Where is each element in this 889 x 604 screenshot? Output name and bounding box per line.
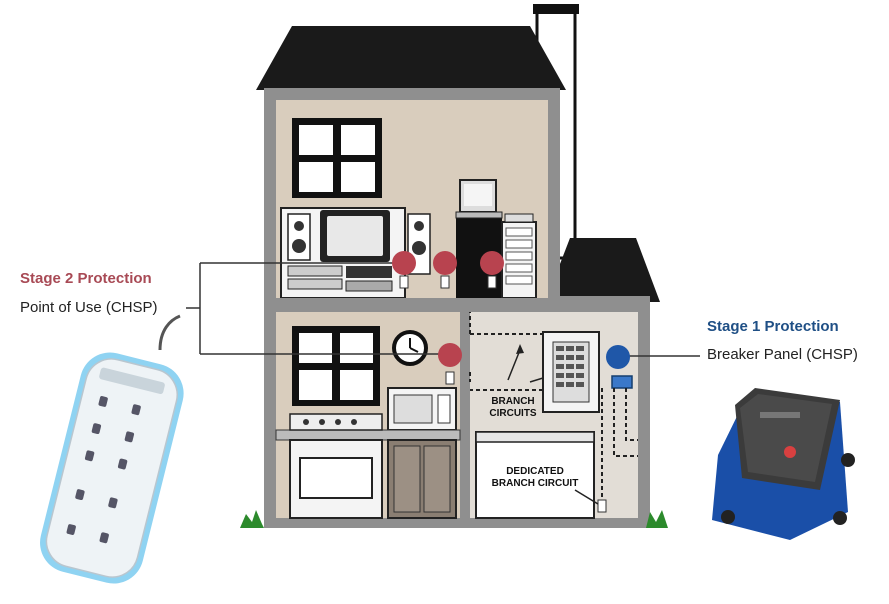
stage1-title: Stage 1 Protection (707, 318, 839, 335)
right-roof (548, 238, 660, 302)
outlet (487, 275, 497, 289)
clock-icon (392, 330, 428, 366)
outlet (445, 371, 455, 385)
grass-right (646, 510, 668, 528)
outlet (399, 275, 409, 289)
speaker-left (287, 213, 311, 261)
branch-circuits-label: BRANCH CIRCUITS (489, 396, 537, 419)
dedicated-branch-circuit-label: DEDICATED BRANCH CIRCUIT (491, 466, 579, 489)
stage2-title: Stage 2 Protection (20, 270, 152, 287)
stage2-marker (433, 251, 457, 275)
stage2-marker (438, 343, 462, 367)
stage2-marker (480, 251, 504, 275)
grass-left (240, 510, 264, 528)
chest-freezer (475, 431, 595, 519)
main-roof (256, 26, 566, 90)
stage2-subtitle: Point of Use (CHSP) (20, 299, 158, 316)
stage1-marker (606, 345, 630, 369)
stage2-marker (392, 251, 416, 275)
outlet (440, 275, 450, 289)
chimney-cap (533, 4, 579, 14)
breaker-panel-icon (542, 331, 600, 413)
stage2-callout-lines (186, 262, 446, 355)
power-strip-icon (40, 314, 184, 584)
stage1-subtitle: Breaker Panel (CHSP) (707, 346, 858, 363)
stage1-module (611, 375, 633, 389)
outlet (597, 499, 607, 513)
surge-protector-device-icon (712, 388, 855, 540)
